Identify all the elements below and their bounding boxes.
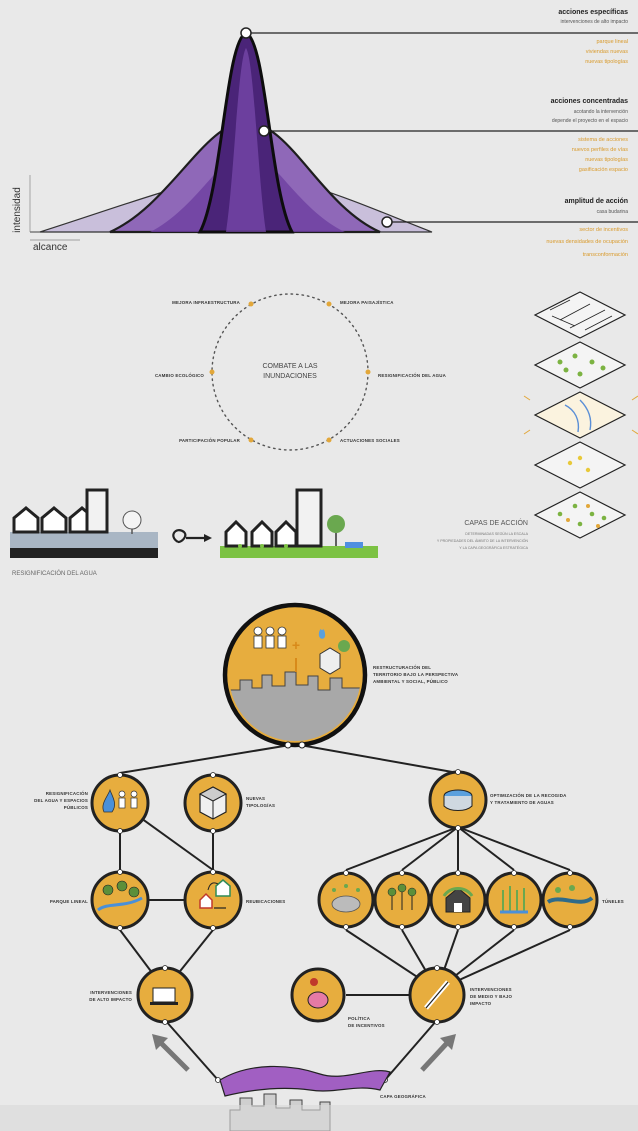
optimizacion-label-2: Y TRATAMIENTO DE AGUAS xyxy=(490,800,554,805)
politica-label-2: DE INCENTIVOS xyxy=(348,1023,385,1028)
axis-label-alcance: alcance xyxy=(33,242,68,253)
cycle-label-cambio-eco: CAMBIO ECOLÓGICO xyxy=(155,373,204,378)
marker-point-2 xyxy=(258,125,270,137)
level-2-item: gasificación espacio xyxy=(579,167,628,173)
node-right-4 xyxy=(485,871,543,929)
node-right-1 xyxy=(317,871,375,929)
cycle-ring xyxy=(211,293,369,451)
cycle-label-mejora-paisaj: MEJORA PAISAJÍSTICA xyxy=(340,300,394,305)
level-1-title: acciones específicas xyxy=(558,9,628,16)
water-after-scene xyxy=(220,488,378,558)
layers-line-1: DETERMINADAS SEGÚN LA ESCALA xyxy=(465,531,528,536)
medio-bajo-label-1: INTERVENCIONES xyxy=(470,987,512,992)
cycle-markers xyxy=(209,301,371,443)
intensity-chart: intensidad alcance acciones específicas … xyxy=(12,9,638,258)
transform-arrow-icon xyxy=(172,529,212,544)
nuevas-tipologias-label-1: NUEVAS xyxy=(246,796,265,801)
level-1-item: viviendas nuevas xyxy=(586,49,628,55)
svg-text:+: + xyxy=(292,637,300,653)
medio-bajo-label-2: DE MEDIO Y BAJO xyxy=(470,994,513,999)
cycle-section: COMBATE A LAS INUNDACIONES MEJORA INFRAE… xyxy=(10,291,638,577)
level-2-subtitle: depende el proyecto en el espacio xyxy=(552,118,628,124)
node-optimizacion xyxy=(428,770,488,830)
level-3-title: amplitud de acción xyxy=(565,198,628,205)
resignificacion-label-1: RESIGNIFICACIÓN xyxy=(46,791,88,796)
node-alto-impacto xyxy=(136,966,194,1024)
node-resignificacion xyxy=(90,773,150,833)
parque-lineal-label: PARQUE LINEAL xyxy=(50,899,88,904)
axis-label-intensidad: intensidad xyxy=(12,187,23,233)
alto-impacto-label-2: DE ALTO IMPACTO xyxy=(89,997,132,1002)
junction-dots xyxy=(117,769,573,1083)
resignificacion-label-2: DEL AGUA Y ESPACIOS xyxy=(34,798,88,803)
level-3-item: transconformación xyxy=(583,252,628,258)
level-1-item: parque lineal xyxy=(597,39,629,45)
action-layers xyxy=(523,291,638,539)
water-before-scene xyxy=(10,488,158,558)
water-caption: RESIGNIFICACIÓN DEL AGUA xyxy=(12,570,97,577)
node-right-3 xyxy=(429,871,487,929)
cycle-label-resignif: RESIGNIFICACIÓN DEL AGUA xyxy=(378,373,447,378)
root-label-2: TERRITORIO BAJO LA PERSPECTIVA xyxy=(373,672,459,677)
root-node: + xyxy=(222,602,368,748)
politica-label-1: POLÍTICA xyxy=(348,1016,371,1021)
up-arrow-right-icon xyxy=(420,1034,456,1072)
node-reubicaciones xyxy=(183,870,243,930)
level-2-title: acciones concentradas xyxy=(551,98,629,105)
root-label-3: AMBIENTAL Y SOCIAL, PÚBLICO xyxy=(373,679,448,684)
node-right-2 xyxy=(373,871,431,929)
reubicaciones-label: REUBICACIONES xyxy=(246,899,285,904)
node-tuneles xyxy=(541,871,599,929)
nuevas-tipologias-label-2: TIPOLOGÍAS xyxy=(246,803,275,808)
level-3-item: sector de incentivos xyxy=(579,227,628,233)
node-medio-bajo xyxy=(408,966,466,1024)
cycle-label-mejora-infra: MEJORA INFRAESTRUCTURA xyxy=(172,300,241,305)
layers-line-2: Y PROPIEDADES DEL ÁMBITO DE LA INTERVENC… xyxy=(437,538,529,543)
node-parque-lineal xyxy=(90,870,150,930)
base-layer xyxy=(0,1065,638,1131)
strategy-tree: + RESTRUCTURACIÓN DEL TERRITORIO BAJO LA… xyxy=(0,602,638,1131)
cycle-center-line-1: COMBATE A LAS xyxy=(262,363,317,370)
layers-line-3: Y LA CAPA GEOGRÁFICA ESTRATÉGICA xyxy=(459,545,528,550)
level-1-subtitle: intervenciones de alto impacto xyxy=(560,19,628,25)
cycle-label-actuaciones: ACTUACIONES SOCIALES xyxy=(340,438,400,443)
base-label: CAPA GEOGRÁFICA xyxy=(380,1094,427,1099)
marker-point-3 xyxy=(381,216,393,228)
level-2-item: sistema de acciones xyxy=(578,137,628,143)
medio-bajo-label-3: IMPACTO xyxy=(470,1001,492,1006)
level-2-subtitle: acotando la intervención xyxy=(574,109,628,115)
level-3-subtitle: casa budarina xyxy=(597,209,629,215)
optimizacion-label-1: OPTIMIZACIÓN DE LA RECOGIDA xyxy=(490,793,567,798)
cycle-center-line-2: INUNDACIONES xyxy=(263,373,317,380)
alto-impacto-label-1: INTERVENCIONES xyxy=(90,990,132,995)
level-2-item: nuevos perfiles de vías xyxy=(572,147,629,153)
resignificacion-label-3: PÚBLICOS xyxy=(64,805,88,810)
cycle-label-participacion: PARTICIPACIÓN POPULAR xyxy=(179,438,241,443)
node-politica-incentivos xyxy=(290,967,346,1023)
node-nuevas-tipologias xyxy=(183,773,243,833)
level-3-item: nuevas densidades de ocupación xyxy=(546,239,628,245)
marker-point-1 xyxy=(240,27,252,39)
level-1-item: nuevas tipologías xyxy=(585,59,628,65)
tuneles-label: TÚNELES xyxy=(602,899,624,904)
level-2-item: nuevas tipologías xyxy=(585,157,628,163)
root-label-1: RESTRUCTURACIÓN DEL xyxy=(373,665,431,670)
up-arrow-left-icon xyxy=(152,1034,190,1072)
layers-title: CAPAS DE ACCIÓN xyxy=(464,518,528,527)
